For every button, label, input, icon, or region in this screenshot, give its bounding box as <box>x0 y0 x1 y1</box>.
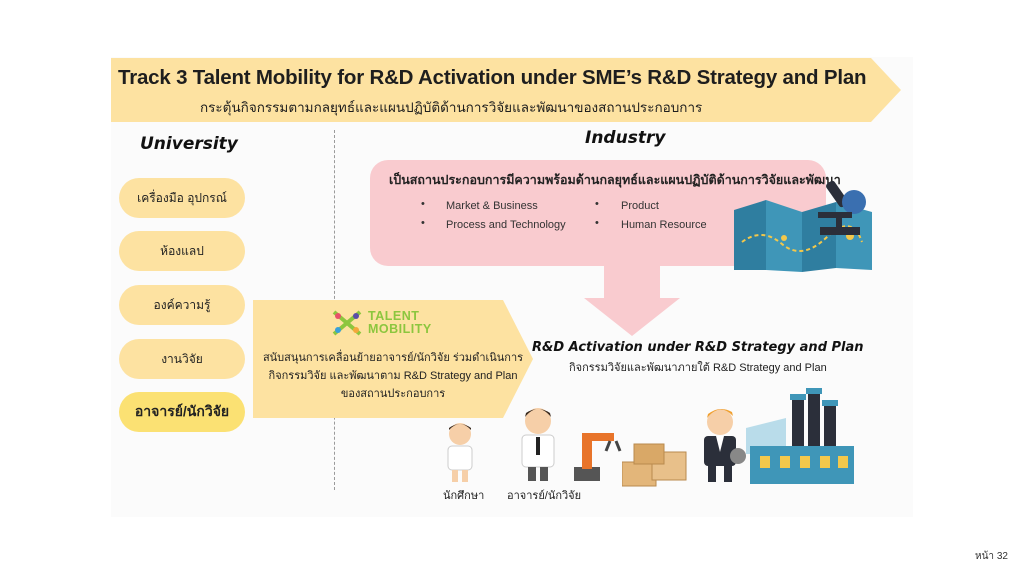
talent-mobility-logo: TALENT MOBILITY <box>368 310 432 336</box>
industry-bullet-process: Process and Technology <box>446 219 566 231</box>
industry-bullet-market: Market & Business <box>446 200 538 212</box>
university-item-lab: ห้องแลป <box>119 231 245 271</box>
university-heading: University <box>140 134 238 154</box>
factory-icon <box>746 388 854 484</box>
researcher-icon <box>521 408 555 481</box>
robot-arm-icon <box>574 433 622 481</box>
university-item-researcher: อาจารย์/นักวิจัย <box>119 392 245 432</box>
talent-mobility-arrow <box>253 300 533 418</box>
student-label: นักศึกษา <box>443 490 485 502</box>
title-banner <box>111 58 901 122</box>
logo-line-2: MOBILITY <box>368 322 432 336</box>
university-item-equipment: เครื่องมือ อุปกรณ์ <box>119 178 245 218</box>
bullet-dot: • <box>421 198 425 210</box>
logo-line-1: TALENT <box>368 309 420 323</box>
university-item-knowledge: องค์ความรู้ <box>119 285 245 325</box>
businessman-icon <box>704 408 746 482</box>
boxes-icon <box>622 443 687 487</box>
student-icon <box>447 423 473 482</box>
rd-activation-subtitle: กิจกรรมวิจัยและพัฒนาภายใต้ R&D Strategy … <box>569 362 827 374</box>
slide-subtitle: กระตุ้นกิจกรรมตามกลยุทธ์และแผนปฏิบัติด้า… <box>200 100 703 115</box>
slide-title: Track 3 Talent Mobility for R&D Activati… <box>118 66 867 89</box>
down-arrow <box>584 266 680 336</box>
university-item-research: งานวิจัย <box>119 339 245 379</box>
industry-bullet-hr: Human Resource <box>621 219 707 231</box>
bullet-dot: • <box>421 217 425 229</box>
bullet-dot: • <box>595 217 599 229</box>
talent-mobility-logo-icon <box>332 310 362 336</box>
industry-box-title: เป็นสถานประกอบการมีความพร้อมด้านกลยุทธ์แ… <box>389 173 841 187</box>
rd-activation-title: R&D Activation under R&D Strategy and Pl… <box>532 340 864 355</box>
industry-bullet-product: Product <box>621 200 659 212</box>
talent-mobility-description: สนับสนุนการเคลื่อนย้ายอาจารย์/นักวิจัย ร… <box>262 352 524 400</box>
page-number: หน้า 32 <box>975 551 1008 562</box>
researcher-label: อาจารย์/นักวิจัย <box>507 490 582 502</box>
bullet-dot: • <box>595 198 599 210</box>
strategy-map-icon <box>734 180 872 272</box>
industry-heading: Industry <box>585 128 666 148</box>
